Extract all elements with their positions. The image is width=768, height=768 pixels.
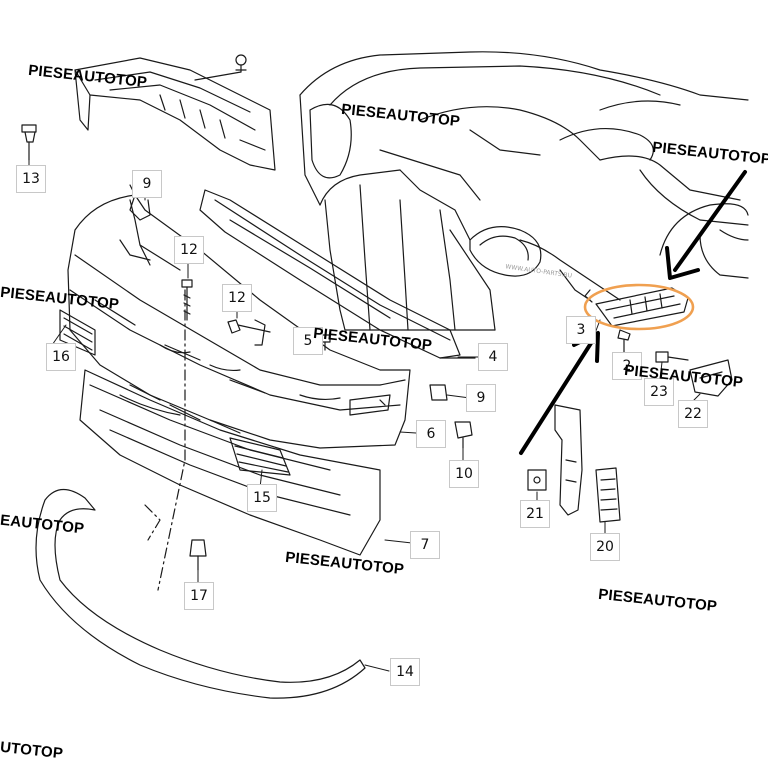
callout-6: 6 (416, 420, 446, 448)
bolt-12-a (181, 279, 193, 321)
callout-10: 10 (449, 460, 479, 488)
callout-20: 20 (590, 533, 620, 561)
trim-strip (35, 488, 366, 699)
center-line (144, 289, 186, 591)
bolt-23 (655, 351, 689, 363)
vehicle-body (299, 51, 749, 331)
clip-10 (454, 421, 473, 449)
callout-5: 5 (293, 327, 323, 355)
bolt-17 (189, 539, 207, 571)
arrow-upper (665, 170, 747, 280)
bracket-22 (689, 359, 733, 397)
bracket-20 (595, 467, 621, 523)
arrow-lower (519, 331, 600, 455)
bolt-top (194, 54, 247, 81)
reinforcement-bar (199, 189, 476, 359)
lower-grille (79, 369, 381, 556)
highlight-ellipse (583, 283, 695, 331)
bolt-12-b (227, 319, 271, 346)
callout-2: 2 (612, 352, 642, 380)
callout-9-upper: 9 (132, 170, 162, 198)
bumper-cover (67, 194, 411, 449)
callout-21: 21 (520, 500, 550, 528)
callout-4: 4 (478, 343, 508, 371)
callout-7: 7 (410, 531, 440, 559)
upper-reinforcement (74, 57, 276, 171)
callout-3: 3 (566, 316, 596, 344)
callout-15: 15 (247, 484, 277, 512)
bolt-13 (21, 124, 37, 161)
callout-23: 23 (644, 378, 674, 406)
callout-16: 16 (46, 343, 76, 371)
bracket-9-lower (429, 384, 448, 401)
callout-14: 14 (390, 658, 420, 686)
grille-16 (59, 309, 96, 356)
callout-22: 22 (678, 400, 708, 428)
callout-9-lower: 9 (466, 384, 496, 412)
guide-bracket (584, 287, 689, 353)
callout-13: 13 (16, 165, 46, 193)
bracket-21 (527, 404, 583, 516)
callout-12-a: 12 (174, 236, 204, 264)
callout-17: 17 (184, 582, 214, 610)
callout-12-b: 12 (222, 284, 252, 312)
grille-15 (229, 437, 291, 476)
